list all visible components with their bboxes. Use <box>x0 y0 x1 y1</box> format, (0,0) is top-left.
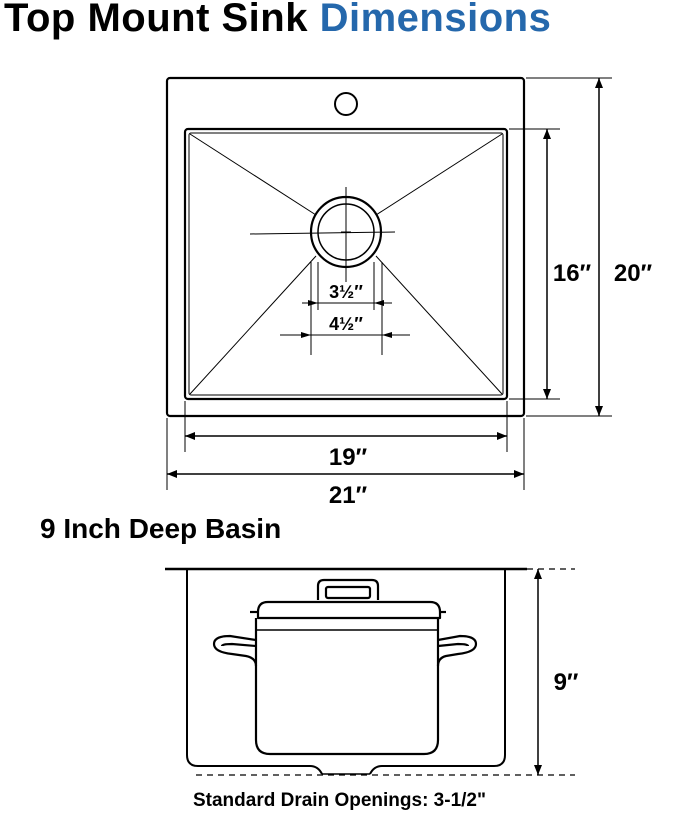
drain-inner-label: 3½″ <box>329 282 363 302</box>
basin-slope-lines <box>189 133 503 395</box>
basin-depth-dimension <box>509 128 560 400</box>
faucet-hole <box>334 92 358 116</box>
basin-outline <box>183 127 509 401</box>
drain-note: Standard Drain Openings: 3-1/2" <box>192 790 486 811</box>
basin-width-dimension <box>184 401 508 452</box>
pot-illustration <box>212 578 478 756</box>
basin-profile <box>186 569 506 775</box>
basin-depth-label: 16″ <box>553 260 592 287</box>
title-main: Top Mount Sink <box>4 0 308 40</box>
side-dimension-arrowheads <box>534 569 542 775</box>
basin-inner-outline <box>188 132 504 396</box>
drain-dimension-lines <box>280 262 410 355</box>
title-accent: Dimensions <box>319 0 552 40</box>
side-view <box>165 567 575 776</box>
basin-width-label: 19″ <box>329 444 368 471</box>
outer-width-dimension <box>166 418 525 490</box>
page-title: Top Mount Sink Dimensions <box>4 0 551 42</box>
dimension-arrowheads <box>167 78 603 478</box>
basin-depth-9-label: 9″ <box>554 669 579 696</box>
drain-outer-label: 4½″ <box>329 314 363 334</box>
drain-center-mark <box>249 187 396 282</box>
sink-outer-rim <box>165 76 526 418</box>
outer-depth-label: 20″ <box>614 260 653 287</box>
outer-depth-dimension <box>526 77 612 417</box>
outer-width-label: 21″ <box>329 482 368 509</box>
deep-basin-heading: 9 Inch Deep Basin <box>40 513 282 544</box>
top-view <box>165 76 612 490</box>
